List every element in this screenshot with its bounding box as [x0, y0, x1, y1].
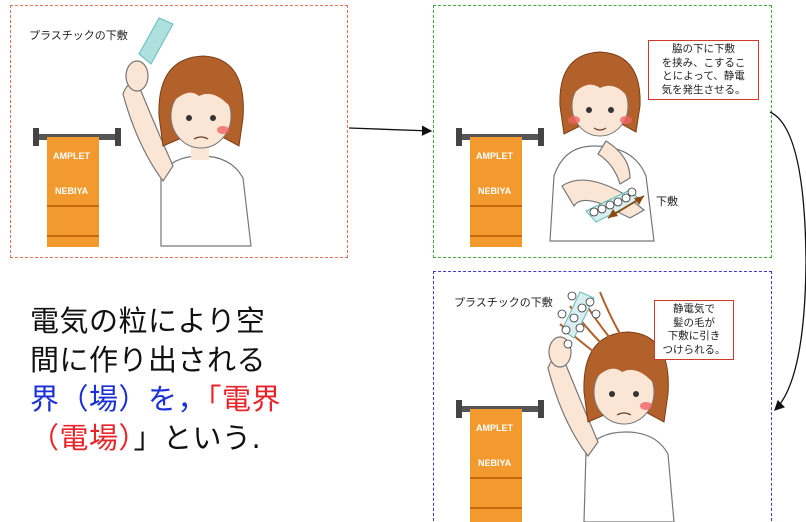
- panel-rub-shitajiki: AMPLET NEBIYA 脇の下に下敷 を挟み、こするこ とによって、静電 気…: [433, 5, 772, 258]
- definition-line-2: 間に作り出される: [30, 343, 267, 377]
- negative-charges: [589, 187, 637, 217]
- towel-text-1: AMPLET: [53, 151, 91, 161]
- svg-text:AMPLET: AMPLET: [476, 151, 514, 161]
- panel-2-illustration: AMPLET NEBIYA: [456, 51, 655, 247]
- arrow-panel2-to-panel3: [769, 111, 806, 411]
- definition-electric-field-term-2: （電場）: [30, 421, 134, 455]
- definition-field-term: 界（場）を，: [30, 382, 208, 416]
- shitajiki-label: プラスチックの下敷: [29, 29, 128, 42]
- towel: [470, 137, 522, 247]
- shitajiki-sheet: [138, 17, 174, 65]
- arrow-panel1-to-panel2: [348, 125, 433, 136]
- svg-text:NEBIYA: NEBIYA: [478, 458, 512, 468]
- svg-text:AMPLET: AMPLET: [476, 423, 514, 433]
- shitajiki-label: 下敷: [656, 195, 678, 208]
- girl-body: [160, 155, 252, 247]
- callout-line: を挟み、こするこ: [661, 56, 746, 69]
- callout-line: 静電気で: [673, 303, 715, 315]
- towel: [470, 409, 522, 522]
- panel-hold-shitajiki: AMPLET NEBIYA プラスチックの下敷: [10, 5, 348, 258]
- callout-rub-explanation: 脇の下に下敷 を挟み、こするこ とによって、静電 気を発生させる。: [648, 40, 759, 100]
- definition-electric-field-term: 「電界: [207, 382, 282, 416]
- callout-line: 気を発生させる。: [661, 83, 746, 96]
- negative-charges: [557, 291, 601, 349]
- callout-line: 髪の毛が: [673, 316, 715, 329]
- panel-1-illustration: AMPLET NEBIYA: [33, 17, 252, 247]
- definition-line-4-end: 」という.: [133, 421, 262, 455]
- panel-3-illustration: AMPLET NEBIYA: [456, 291, 675, 522]
- towel-text-2: NEBIYA: [55, 186, 89, 196]
- electric-field-definition: 電気の粒により空 間に作り出される 界（場）を，「電界 （電場）」という.: [30, 302, 281, 458]
- panel-hair-attracted: AMPLET NEBIYA プラスチックの下敷 静電気で 髪の毛が 下敷に引き …: [433, 271, 772, 522]
- definition-line-1: 電気の粒により空: [30, 304, 266, 338]
- svg-text:NEBIYA: NEBIYA: [478, 186, 512, 196]
- callout-line: つけられる。: [662, 343, 726, 356]
- callout-line: とによって、静電: [662, 70, 745, 82]
- callout-line: 下敷に引き: [667, 330, 721, 342]
- shitajiki-label: プラスチックの下敷: [454, 296, 553, 309]
- towel: [47, 137, 99, 247]
- callout-line: 脇の下に下敷: [672, 43, 735, 55]
- girl-body: [583, 431, 675, 522]
- callout-hair-explanation: 静電気で 髪の毛が 下敷に引き つけられる。: [654, 300, 734, 360]
